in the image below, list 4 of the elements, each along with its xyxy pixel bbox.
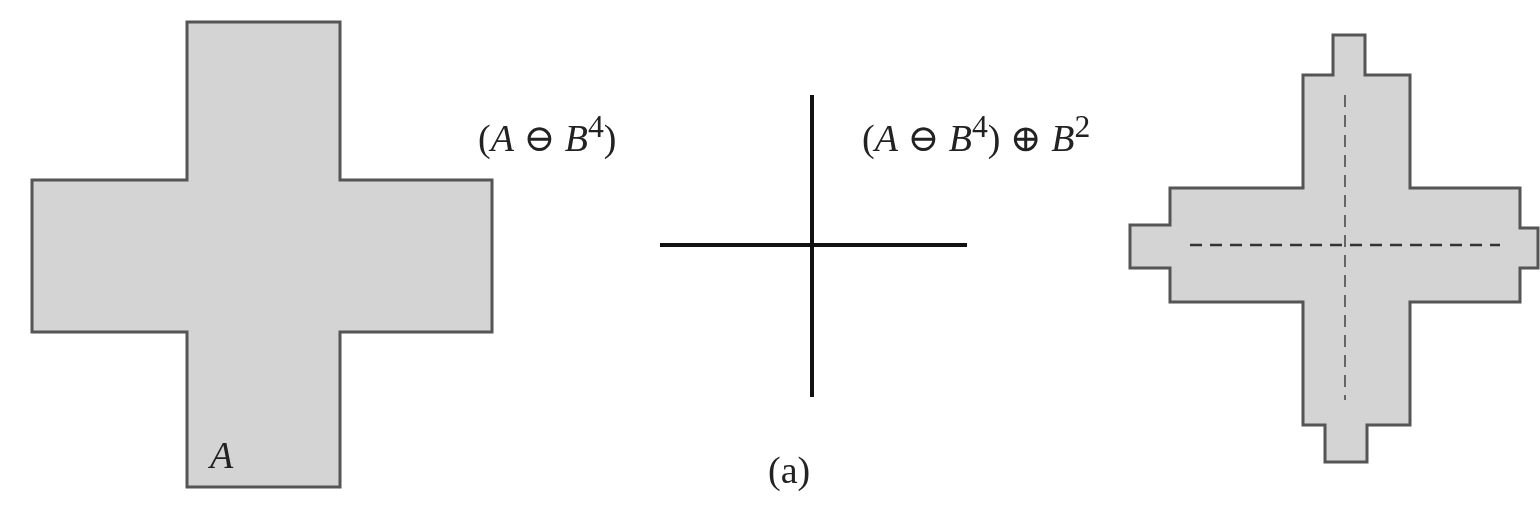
caption: (a) [768, 450, 811, 492]
formula-label: (A ⊖ B$^{4}$) ⊕ B$^{2}$ [862, 110, 1091, 160]
shape-label: A [210, 435, 234, 477]
formula-label: (A ⊖ B$^{4}$) [478, 110, 617, 160]
